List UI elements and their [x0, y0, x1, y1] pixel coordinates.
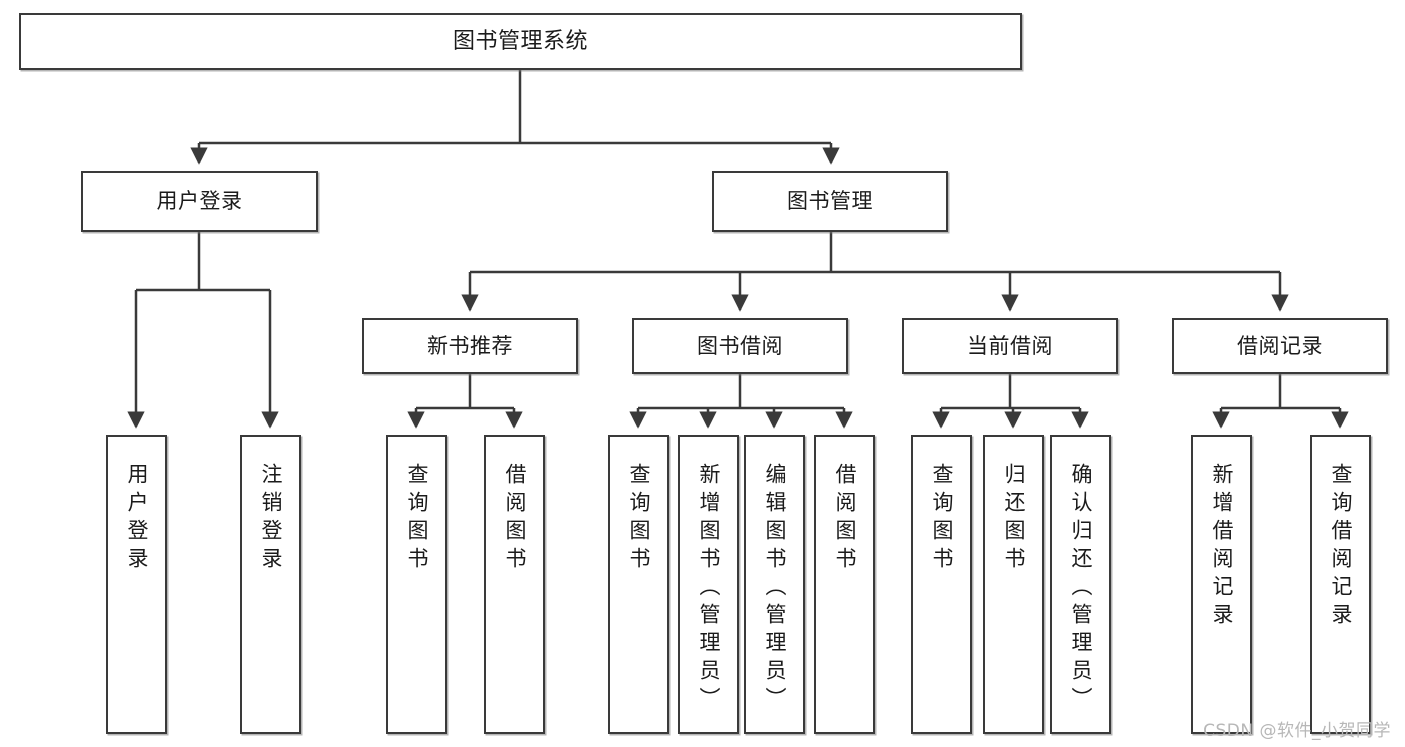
leaf-return-book-label: 归还图书: [1002, 463, 1026, 575]
node-book-borrow[interactable]: 图书借阅: [632, 318, 848, 374]
node-new-book-recommend-label: 新书推荐: [427, 333, 513, 358]
leaf-query-book-new-label: 查询图书: [405, 463, 429, 575]
leaf-user-login[interactable]: 用户登录: [106, 435, 167, 734]
leaf-borrow-book-new[interactable]: 借阅图书: [484, 435, 545, 734]
leaf-query-book-current[interactable]: 查询图书: [911, 435, 972, 734]
node-book-manage[interactable]: 图书管理: [712, 171, 948, 232]
node-new-book-recommend[interactable]: 新书推荐: [362, 318, 578, 374]
leaf-borrow-book-new-label: 借阅图书: [503, 463, 527, 575]
node-book-borrow-label: 图书借阅: [697, 333, 783, 358]
leaf-query-borrow-record-label: 查询借阅记录: [1329, 463, 1353, 631]
leaf-query-book-borrow[interactable]: 查询图书: [608, 435, 669, 734]
node-root[interactable]: 图书管理系统: [19, 13, 1022, 70]
leaf-query-borrow-record[interactable]: 查询借阅记录: [1310, 435, 1371, 734]
csdn-watermark: CSDN @软件_小贺同学: [1203, 721, 1391, 741]
leaf-add-borrow-record-label: 新增借阅记录: [1210, 463, 1234, 631]
leaf-user-logout-label: 注销登录: [259, 463, 283, 575]
leaf-user-login-label: 用户登录: [125, 463, 149, 575]
leaf-borrow-book[interactable]: 借阅图书: [814, 435, 875, 734]
node-current-borrow[interactable]: 当前借阅: [902, 318, 1118, 374]
leaf-confirm-return-admin[interactable]: 确认归还（管理员）: [1050, 435, 1111, 734]
leaf-edit-book-admin[interactable]: 编辑图书（管理员）: [744, 435, 805, 734]
leaf-user-logout[interactable]: 注销登录: [240, 435, 301, 734]
node-current-borrow-label: 当前借阅: [967, 333, 1053, 358]
node-root-label: 图书管理系统: [452, 28, 588, 54]
leaf-edit-book-admin-label: 编辑图书（管理员）: [763, 463, 787, 715]
node-borrow-record[interactable]: 借阅记录: [1172, 318, 1388, 374]
leaf-query-book-new[interactable]: 查询图书: [386, 435, 447, 734]
leaf-add-book-admin-label: 新增图书（管理员）: [697, 463, 721, 715]
leaf-query-book-borrow-label: 查询图书: [627, 463, 651, 575]
node-user-login-label: 用户登录: [156, 189, 243, 214]
leaf-confirm-return-admin-label: 确认归还（管理员）: [1069, 463, 1093, 715]
leaf-borrow-book-label: 借阅图书: [833, 463, 857, 575]
node-user-login[interactable]: 用户登录: [81, 171, 318, 232]
node-book-manage-label: 图书管理: [787, 189, 873, 214]
leaf-return-book[interactable]: 归还图书: [983, 435, 1044, 734]
node-borrow-record-label: 借阅记录: [1237, 333, 1323, 358]
leaf-query-book-current-label: 查询图书: [930, 463, 954, 575]
leaf-add-borrow-record[interactable]: 新增借阅记录: [1191, 435, 1252, 734]
leaf-add-book-admin[interactable]: 新增图书（管理员）: [678, 435, 739, 734]
